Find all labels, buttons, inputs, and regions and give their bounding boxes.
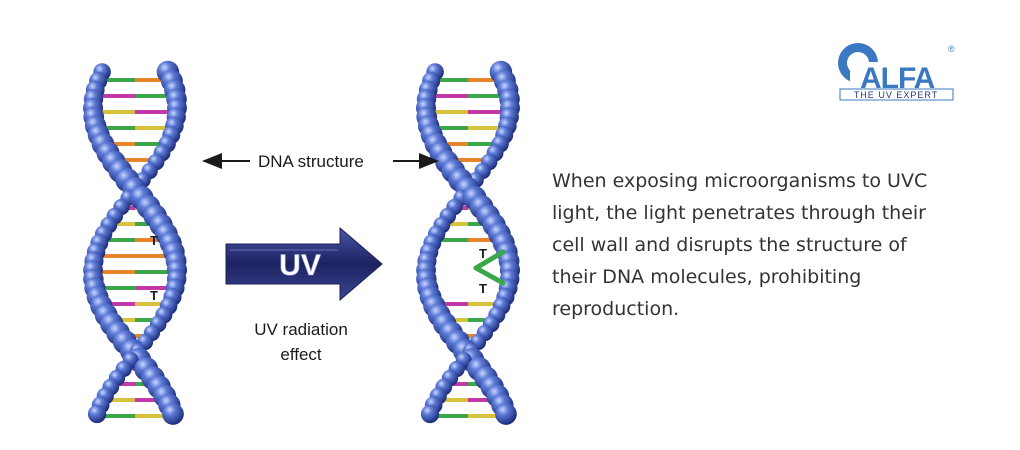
description-line-1: When exposing microorganisms to UVC bbox=[552, 170, 928, 192]
base-t-label-4: T bbox=[479, 281, 487, 296]
description-line-5: reproduction. bbox=[552, 298, 680, 320]
logo-registered: ® bbox=[948, 44, 955, 54]
uv-arrow-label: UV bbox=[279, 249, 321, 282]
base-t-label-2: T bbox=[150, 288, 158, 303]
description-line-4: their DNA molecules, prohibiting bbox=[552, 266, 862, 288]
backbone-sphere bbox=[495, 403, 517, 425]
base-t-label-1: T bbox=[150, 233, 158, 248]
dna-structure-label: DNA structure bbox=[258, 152, 364, 171]
dna-helix-left bbox=[82, 60, 188, 425]
logo-tagline: THE UV EXPERT bbox=[854, 90, 938, 100]
alfa-logo: ALFA ® THE UV EXPERT bbox=[838, 43, 955, 101]
description-line-3: cell wall and disrupts the structure of bbox=[552, 234, 907, 256]
thymine-dimer bbox=[473, 249, 506, 286]
backbone-sphere bbox=[420, 404, 440, 424]
dna-helix-right bbox=[415, 60, 521, 425]
description-line-2: light, the light penetrates through thei… bbox=[552, 202, 926, 224]
description-paragraph: When exposing microorganisms to UVC ligh… bbox=[552, 165, 992, 325]
uv-effect-line1: UV radiation bbox=[254, 320, 348, 339]
base-t-label-3: T bbox=[479, 246, 487, 261]
uv-effect-line2: effect bbox=[280, 345, 322, 364]
uv-arrow: UV bbox=[225, 226, 383, 302]
backbone-sphere bbox=[162, 403, 184, 425]
backbone-sphere bbox=[87, 404, 107, 424]
